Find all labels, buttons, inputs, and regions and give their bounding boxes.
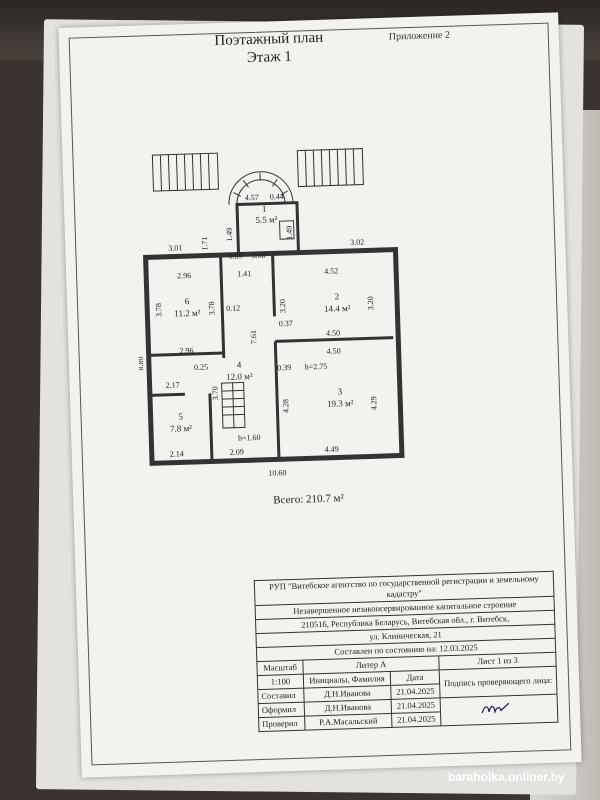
dim-044: 0.44 bbox=[270, 192, 284, 201]
dim-039: 0.39 bbox=[228, 251, 242, 260]
dim-296-mid: 2.96 bbox=[179, 346, 193, 355]
vestibule-closet bbox=[279, 220, 295, 240]
interior-walls bbox=[148, 253, 394, 462]
dim-450-upper: 4.50 bbox=[326, 328, 340, 337]
stamp-scale: 1:100 bbox=[257, 674, 304, 690]
room-5-number: 5 bbox=[178, 411, 183, 421]
room-2-number: 2 bbox=[335, 291, 340, 301]
stamp-name: Р.А.Масальский bbox=[304, 713, 393, 731]
watermark: baraholka.onliner.by bbox=[448, 770, 565, 784]
dim-296-top: 2.96 bbox=[177, 271, 191, 280]
exterior-walls bbox=[143, 246, 405, 466]
dim-452: 4.52 bbox=[324, 266, 338, 275]
dim-320-left: 3.20 bbox=[278, 299, 287, 313]
room-1-number: 1 bbox=[262, 204, 267, 214]
signature-mark bbox=[481, 702, 510, 714]
annex-label: Приложение 2 bbox=[388, 29, 451, 43]
signature-cell bbox=[440, 694, 558, 726]
dim-037: 0.37 bbox=[279, 319, 293, 328]
stamp-date-label: Дата bbox=[390, 669, 440, 686]
room-2-area: 14.4 м² bbox=[324, 303, 351, 314]
dim-320-right: 3.20 bbox=[366, 296, 375, 310]
dim-370: 3.70 bbox=[211, 386, 220, 400]
stairs-left bbox=[151, 152, 219, 192]
dim-880: 8.80 bbox=[136, 356, 145, 370]
floor-plan-drawing: 1 5.5 м² 2 14.4 м² 3 19.3 м² 4 12.0 м² 5… bbox=[136, 148, 405, 478]
inner-stair bbox=[221, 381, 246, 429]
stamp-sign-label: Подпись проверяющего лица: bbox=[439, 666, 558, 698]
dim-428: 4.28 bbox=[281, 399, 290, 413]
dim-012: 0.12 bbox=[226, 303, 240, 312]
stamp-scale-label: Масштаб bbox=[256, 660, 304, 676]
dim-141: 1.41 bbox=[237, 269, 251, 278]
dim-301: 3.01 bbox=[168, 243, 182, 252]
room-6-area: 11.2 м² bbox=[174, 308, 201, 319]
floor-plan-sheet: Поэтажный план Этаж 1 Приложение 2 bbox=[58, 12, 582, 778]
stamp-role: Составил bbox=[257, 688, 305, 704]
height-275: h=2.75 bbox=[305, 362, 328, 372]
dim-209: 2.09 bbox=[230, 447, 244, 456]
room-3-area: 19.3 м² bbox=[327, 398, 354, 409]
dim-449: 4.49 bbox=[325, 444, 339, 453]
dim-217: 2.17 bbox=[165, 380, 179, 389]
dim-368: 3.68 bbox=[251, 251, 265, 260]
dim-378-left: 3.78 bbox=[154, 303, 163, 317]
stamp-role: Проверил bbox=[258, 716, 306, 732]
room-3-number: 3 bbox=[337, 386, 342, 396]
room-6-number: 6 bbox=[185, 296, 190, 306]
room-4-number: 4 bbox=[237, 359, 242, 369]
dim-025: 0.25 bbox=[194, 363, 208, 372]
dim-171: 1.71 bbox=[200, 236, 209, 250]
title-block: РУП "Витебское агентство по государствен… bbox=[254, 571, 559, 732]
porch-arc bbox=[228, 171, 294, 205]
dim-429: 4.29 bbox=[369, 396, 378, 410]
dim-214: 2.14 bbox=[170, 449, 184, 458]
dim-450-lower: 4.50 bbox=[326, 346, 340, 355]
stairs-right bbox=[296, 148, 364, 188]
room-4-area: 12.0 м² bbox=[226, 371, 253, 382]
dim-039-mid: 0.39 bbox=[277, 363, 291, 372]
total-area: Всего: 210.7 м² bbox=[273, 492, 344, 507]
room-5-area: 7.8 м² bbox=[170, 423, 192, 434]
stamp-date: 21.04.2025 bbox=[391, 711, 442, 728]
height-160: h=1.60 bbox=[238, 433, 261, 443]
stamp-role: Оформил bbox=[258, 702, 305, 718]
dim-149-right: 1.49 bbox=[285, 226, 294, 240]
dim-761: 7.61 bbox=[249, 330, 258, 344]
room-1-area: 5.5 м² bbox=[255, 214, 277, 225]
dim-378-right: 3.78 bbox=[207, 301, 216, 315]
dim-302: 3.02 bbox=[350, 238, 364, 247]
dim-457: 4.57 bbox=[245, 193, 259, 202]
dim-149-left: 1.49 bbox=[225, 228, 234, 242]
dim-1060: 10.60 bbox=[268, 468, 286, 478]
